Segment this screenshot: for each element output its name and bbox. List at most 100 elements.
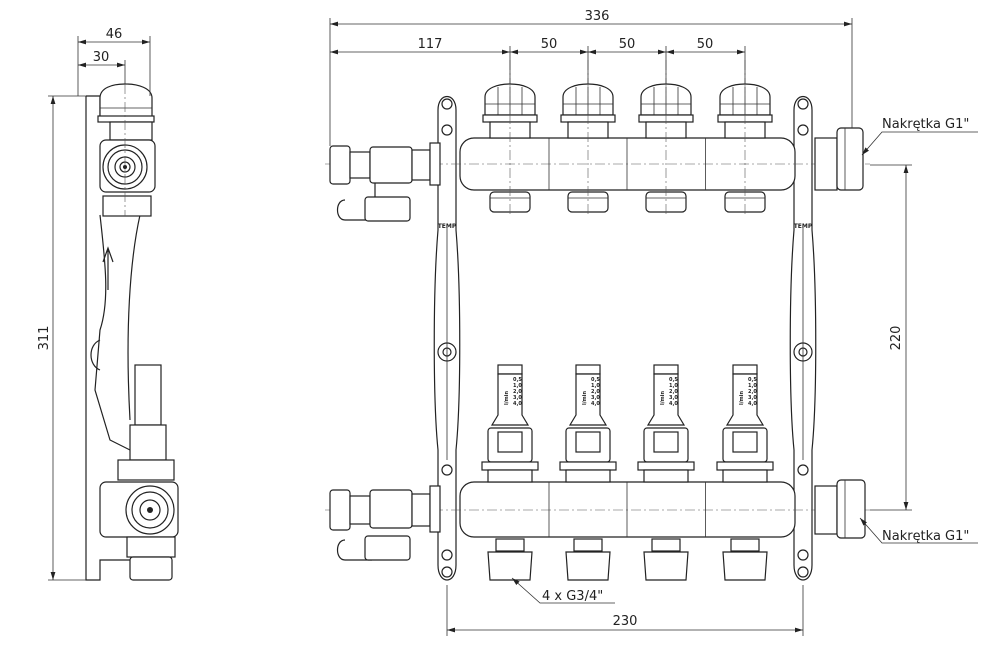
- side-flowmeter: [134, 364, 162, 426]
- flowmeter-tick-label: 1,0: [513, 383, 522, 389]
- flowmeter-body: [565, 427, 611, 463]
- flowmeter-tick-label: 4,0: [591, 401, 600, 407]
- flowmeter-base: [643, 469, 689, 483]
- bracket-temp-mark: TEMP: [438, 223, 457, 230]
- screw-hole-icon: [797, 98, 809, 110]
- flowmeter-unit: l/min: [504, 391, 510, 405]
- flowmeter-top: [575, 364, 601, 375]
- flowmeter-tick-label: 2,0: [748, 389, 757, 395]
- flowmeter-window: [497, 431, 523, 453]
- dim-30: 30: [93, 50, 110, 65]
- screw-hole-icon: [441, 124, 453, 136]
- flowmeter-tick-label: 3,0: [748, 395, 757, 401]
- flowmeter-body: [487, 427, 533, 463]
- return-outlet: [643, 551, 689, 581]
- return-outlet-neck: [730, 538, 760, 552]
- side-cap-ring: [97, 115, 155, 123]
- dim-50-1: 50: [541, 37, 558, 52]
- flowmeter-tube: [646, 373, 686, 426]
- dim-117: 117: [418, 37, 443, 52]
- flowmeter-ring: [637, 461, 695, 471]
- flowmeter-window: [732, 431, 758, 453]
- side-bulge: [90, 339, 101, 371]
- flowmeter-tick-label: 1,0: [669, 383, 678, 389]
- dim-220: 220: [889, 326, 904, 351]
- flowmeter-base: [487, 469, 533, 483]
- side-top-lower: [102, 195, 152, 217]
- circuit-4: l/min 0,51,02,03,04,0: [716, 46, 774, 581]
- flowmeter-tick-label: 0,5: [748, 377, 757, 383]
- flowmeter-tick-label: 4,0: [748, 401, 757, 407]
- label-outlets: 4 x G3/4": [542, 589, 603, 604]
- flowmeter-base: [722, 469, 768, 483]
- flowmeter-ring: [481, 461, 539, 471]
- label-nut-bottom: Nakrętka G1": [882, 529, 969, 544]
- side-top-cap: [99, 83, 153, 119]
- dim-311: 311: [37, 326, 52, 351]
- return-outlet-neck: [495, 538, 525, 552]
- leader-outlets: [511, 577, 615, 604]
- flowmeter-unit: l/min: [660, 391, 666, 405]
- leader-nut-bottom: [859, 517, 978, 544]
- flowmeter-tick-label: 1,0: [591, 383, 600, 389]
- screw-hole-icon: [441, 464, 453, 476]
- return-bar: [459, 481, 796, 538]
- flowmeter-unit: l/min: [582, 391, 588, 405]
- right-return-nut: [814, 479, 866, 539]
- flowmeter-tick-label: 4,0: [513, 401, 522, 407]
- dim-230: 230: [613, 614, 638, 629]
- flowmeter-tick-label: 3,0: [669, 395, 678, 401]
- right-supply-nut: [814, 127, 864, 191]
- flowmeter-tick-label: 2,0: [591, 389, 600, 395]
- flowmeter-tick-label: 3,0: [591, 395, 600, 401]
- return-outlet: [487, 551, 533, 581]
- flowmeter-window: [653, 431, 679, 453]
- flowmeter-tick-label: 0,5: [669, 377, 678, 383]
- bracket-temp-mark: TEMP: [794, 223, 813, 230]
- flowmeter-top: [732, 364, 758, 375]
- screw-hole-icon: [797, 124, 809, 136]
- side-body-outline: [94, 214, 131, 451]
- screw-hole-icon: [797, 549, 809, 561]
- return-outlet-neck: [573, 538, 603, 552]
- side-body-outline-2: [127, 214, 141, 421]
- screw-hole-icon: [797, 464, 809, 476]
- label-nut-top: Nakrętka G1": [882, 117, 969, 132]
- screw-hole-icon: [797, 566, 809, 578]
- flowmeter-body: [722, 427, 768, 463]
- mounting-bracket: TEMP: [789, 95, 817, 581]
- flowmeter-tick-label: 2,0: [513, 389, 522, 395]
- flowmeter-window: [575, 431, 601, 453]
- flowmeter-tick-label: 0,5: [591, 377, 600, 383]
- flowmeter-top: [653, 364, 679, 375]
- flowmeter-unit: l/min: [739, 391, 745, 405]
- flowmeter-ring: [716, 461, 774, 471]
- screw-hole-icon: [441, 98, 453, 110]
- dim-50-2: 50: [619, 37, 636, 52]
- flowmeter-tick-label: 3,0: [513, 395, 522, 401]
- side-view: 46 30 311: [37, 27, 179, 581]
- flow-arrow-icon: [102, 246, 114, 290]
- circuit-1: l/min 0,51,02,03,04,0: [481, 46, 550, 581]
- screw-hole-icon: [441, 549, 453, 561]
- flowmeter-tube: [725, 373, 765, 426]
- screw-hole-icon: [441, 566, 453, 578]
- return-outlet: [722, 551, 768, 581]
- mounting-bracket: TEMP: [433, 95, 461, 581]
- return-outlet-neck: [651, 538, 681, 552]
- dim-336: 336: [585, 9, 610, 24]
- flowmeter-tube: [490, 373, 530, 426]
- flowmeter-body: [643, 427, 689, 463]
- circuit-2: l/min 0,51,02,03,04,0: [559, 46, 628, 581]
- flowmeter-ring: [559, 461, 617, 471]
- left-supply-fitting: [329, 142, 441, 222]
- flowmeter-tick-label: 2,0: [669, 389, 678, 395]
- flowmeter-tick-label: 0,5: [513, 377, 522, 383]
- flowmeter-base: [565, 469, 611, 483]
- leader-nut-top: [861, 131, 978, 156]
- flowmeter-tick-label: 1,0: [748, 383, 757, 389]
